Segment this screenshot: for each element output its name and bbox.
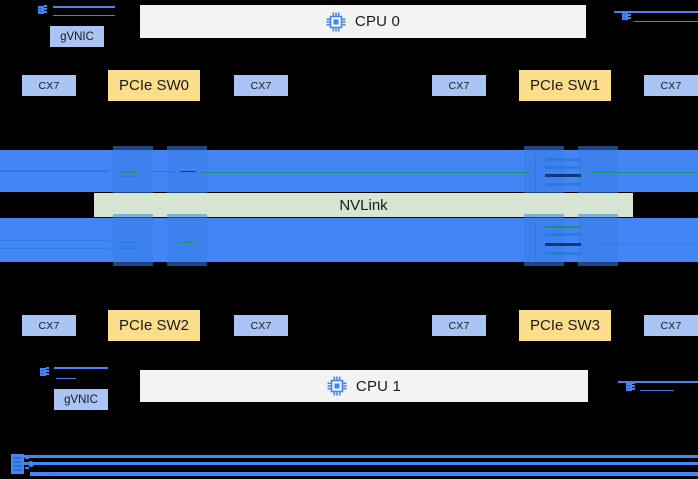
gvnic-top-left[interactable]: gVNIC [50, 26, 104, 47]
cx7-top-1-label: CX7 [250, 79, 272, 92]
fabric-rule-u-d [120, 176, 140, 177]
cx7-bottom-1[interactable]: CX7 [234, 315, 288, 336]
fabric-rule-l-e [178, 242, 196, 243]
gvnic-bottom-right-wire-2 [640, 390, 674, 391]
gpu-slot-l3 [578, 214, 618, 266]
pcie-sw0-label: PCIe SW0 [118, 77, 190, 94]
fabric-rule-u-m [590, 172, 698, 173]
fabric-rule-l-d [120, 248, 140, 249]
fabric-rule-l-k [600, 244, 698, 245]
gvnic-bottom-left[interactable]: gVNIC [54, 389, 108, 410]
cx7-top-2-label: CX7 [448, 79, 470, 92]
nic-port-icon-bottom-left [40, 366, 56, 378]
pcie-sw1-label: PCIe SW1 [529, 77, 601, 94]
gvnic-bottom-left-label: gVNIC [64, 393, 98, 406]
cx7-top-2[interactable]: CX7 [432, 75, 486, 96]
gpu-fabric-band-lower [0, 214, 698, 266]
cx7-bottom-3-label: CX7 [660, 319, 682, 332]
cx7-bottom-0[interactable]: CX7 [22, 315, 76, 336]
cx7-top-3-label: CX7 [660, 79, 682, 92]
gvnic-top-right-wire-2 [634, 21, 698, 22]
nic-port-icon-bottom-right [626, 381, 642, 393]
gvnic-bottom-left-wire-2 [56, 378, 76, 379]
pcie-sw3-box[interactable]: PCIe SW3 [519, 310, 611, 341]
cpu-1-box[interactable]: CPU 1 [140, 370, 588, 402]
fabric-rule-l-h [545, 243, 581, 246]
cx7-top-1[interactable]: CX7 [234, 75, 288, 96]
fabric-rule-l-i [545, 252, 581, 255]
fabric-rule-l-g [545, 233, 581, 236]
gpu-slot-l2 [524, 214, 564, 266]
fabric-rule-u-h [545, 158, 581, 161]
cx7-top-3[interactable]: CX7 [644, 75, 698, 96]
gvnic-top-right-wire [614, 11, 698, 13]
fabric-rule-l-j [535, 222, 536, 260]
cpu-0-label: CPU 0 [354, 13, 401, 30]
nvlink-bar[interactable]: NVLink [94, 193, 633, 217]
fabric-rule-l-f [545, 226, 581, 228]
footer-bus-line-1 [20, 462, 698, 465]
fabric-rule-u-g [200, 172, 530, 173]
gvnic-top-left-wire [53, 6, 115, 8]
fabric-rule-u-e [148, 171, 176, 172]
gvnic-bottom-left-wire [54, 367, 108, 369]
gpu-slot-u3 [578, 146, 618, 196]
fabric-rule-u-c [120, 172, 140, 173]
cx7-top-0[interactable]: CX7 [22, 75, 76, 96]
fabric-rule-u-a [0, 170, 110, 171]
fabric-rule-u-k [545, 183, 581, 186]
gpu-slot-u2 [524, 146, 564, 196]
cpu-1-label: CPU 1 [355, 377, 402, 395]
pcie-sw0-box[interactable]: PCIe SW0 [108, 70, 200, 101]
nvlink-label: NVLink [339, 196, 388, 214]
pcie-sw2-box[interactable]: PCIe SW2 [108, 310, 200, 341]
cpu-0-box[interactable]: CPU 0 [140, 5, 586, 38]
cx7-bottom-2-label: CX7 [448, 319, 470, 332]
pcie-sw2-label: PCIe SW2 [118, 317, 190, 334]
gpu-fabric-band-upper [0, 146, 698, 196]
gvnic-top-left-label: gVNIC [60, 30, 94, 43]
gvnic-bottom-right-wire [618, 381, 698, 383]
fabric-rule-u-b [0, 171, 108, 172]
gvnic-top-left-wire-2 [53, 15, 115, 16]
cx7-bottom-1-label: CX7 [250, 319, 272, 332]
fabric-rule-l-c [120, 242, 140, 243]
fabric-rule-u-l [535, 154, 536, 192]
gpu-slot-l1 [167, 214, 207, 266]
fabric-rule-u-f [180, 171, 196, 172]
cx7-top-0-label: CX7 [38, 79, 60, 92]
cpu-chip-icon [326, 12, 346, 32]
gpu-slot-l0 [113, 214, 153, 266]
pcie-sw1-box[interactable]: PCIe SW1 [519, 70, 611, 101]
footer-bus-line-2 [30, 472, 698, 476]
pcie-sw3-label: PCIe SW3 [529, 317, 601, 334]
fabric-rule-l-b [0, 248, 110, 249]
cx7-bottom-2[interactable]: CX7 [432, 315, 486, 336]
fabric-rule-u-j [545, 174, 581, 177]
footer-bus-line-0 [20, 455, 698, 458]
cx7-bottom-3[interactable]: CX7 [644, 315, 698, 336]
cpu-chip-icon-1 [327, 376, 347, 396]
cx7-bottom-0-label: CX7 [38, 319, 60, 332]
fabric-rule-l-a [0, 240, 110, 241]
nic-port-icon [38, 4, 54, 16]
gpu-slot-u0 [113, 146, 153, 196]
fabric-rule-u-i [545, 166, 581, 169]
